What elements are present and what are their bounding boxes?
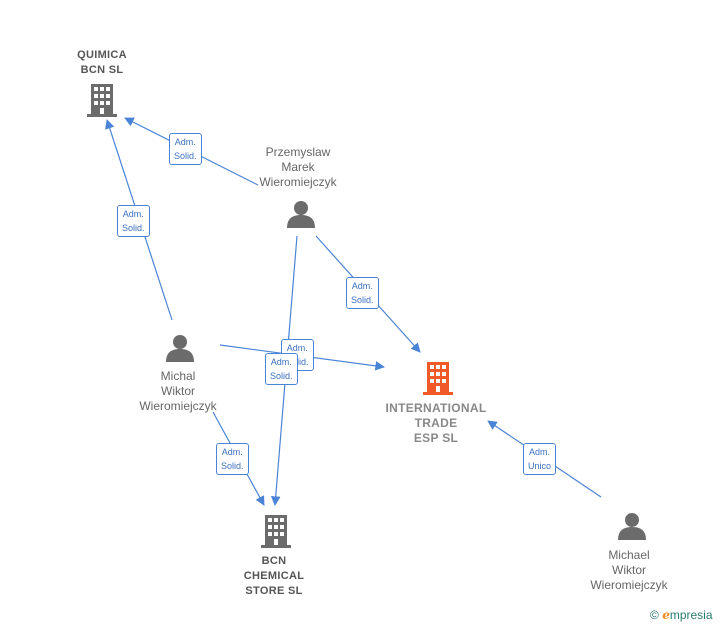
edge-label: Adm. Unico — [523, 443, 557, 475]
building-icon — [423, 362, 453, 395]
brand-name: mpresia — [669, 608, 713, 622]
brand-logo: © empresia — [650, 608, 713, 622]
node-bcn-chemical-label[interactable]: BCN CHEMICAL STORE SL — [243, 555, 305, 597]
edge-label: Adm. Solid. — [265, 353, 298, 385]
person-icon — [166, 335, 194, 362]
node-international-label[interactable]: INTERNATIONAL TRADE ESP SL — [385, 401, 487, 445]
brand-initial: e — [662, 608, 670, 622]
edge-label: Adm. Solid. — [346, 277, 379, 309]
copyright-icon: © — [650, 608, 659, 622]
person-icon — [287, 201, 315, 228]
node-przemyslaw-label[interactable]: Przemyslaw Marek Wieromiejczyk — [259, 145, 337, 189]
building-icon — [261, 515, 291, 548]
node-michal-label[interactable]: Michal Wiktor Wieromiejczyk — [139, 369, 217, 413]
node-quimica-label[interactable]: QUIMICA BCN SL — [77, 49, 127, 76]
node-michael-label[interactable]: Michael Wiktor Wieromiejczyk — [590, 548, 668, 592]
edge-label: Adm. Solid. — [117, 205, 150, 237]
building-icon — [87, 84, 117, 117]
person-icon — [618, 513, 646, 540]
edge-label: Adm. Solid. — [169, 133, 202, 165]
edge-label: Adm. Solid. — [216, 443, 249, 475]
